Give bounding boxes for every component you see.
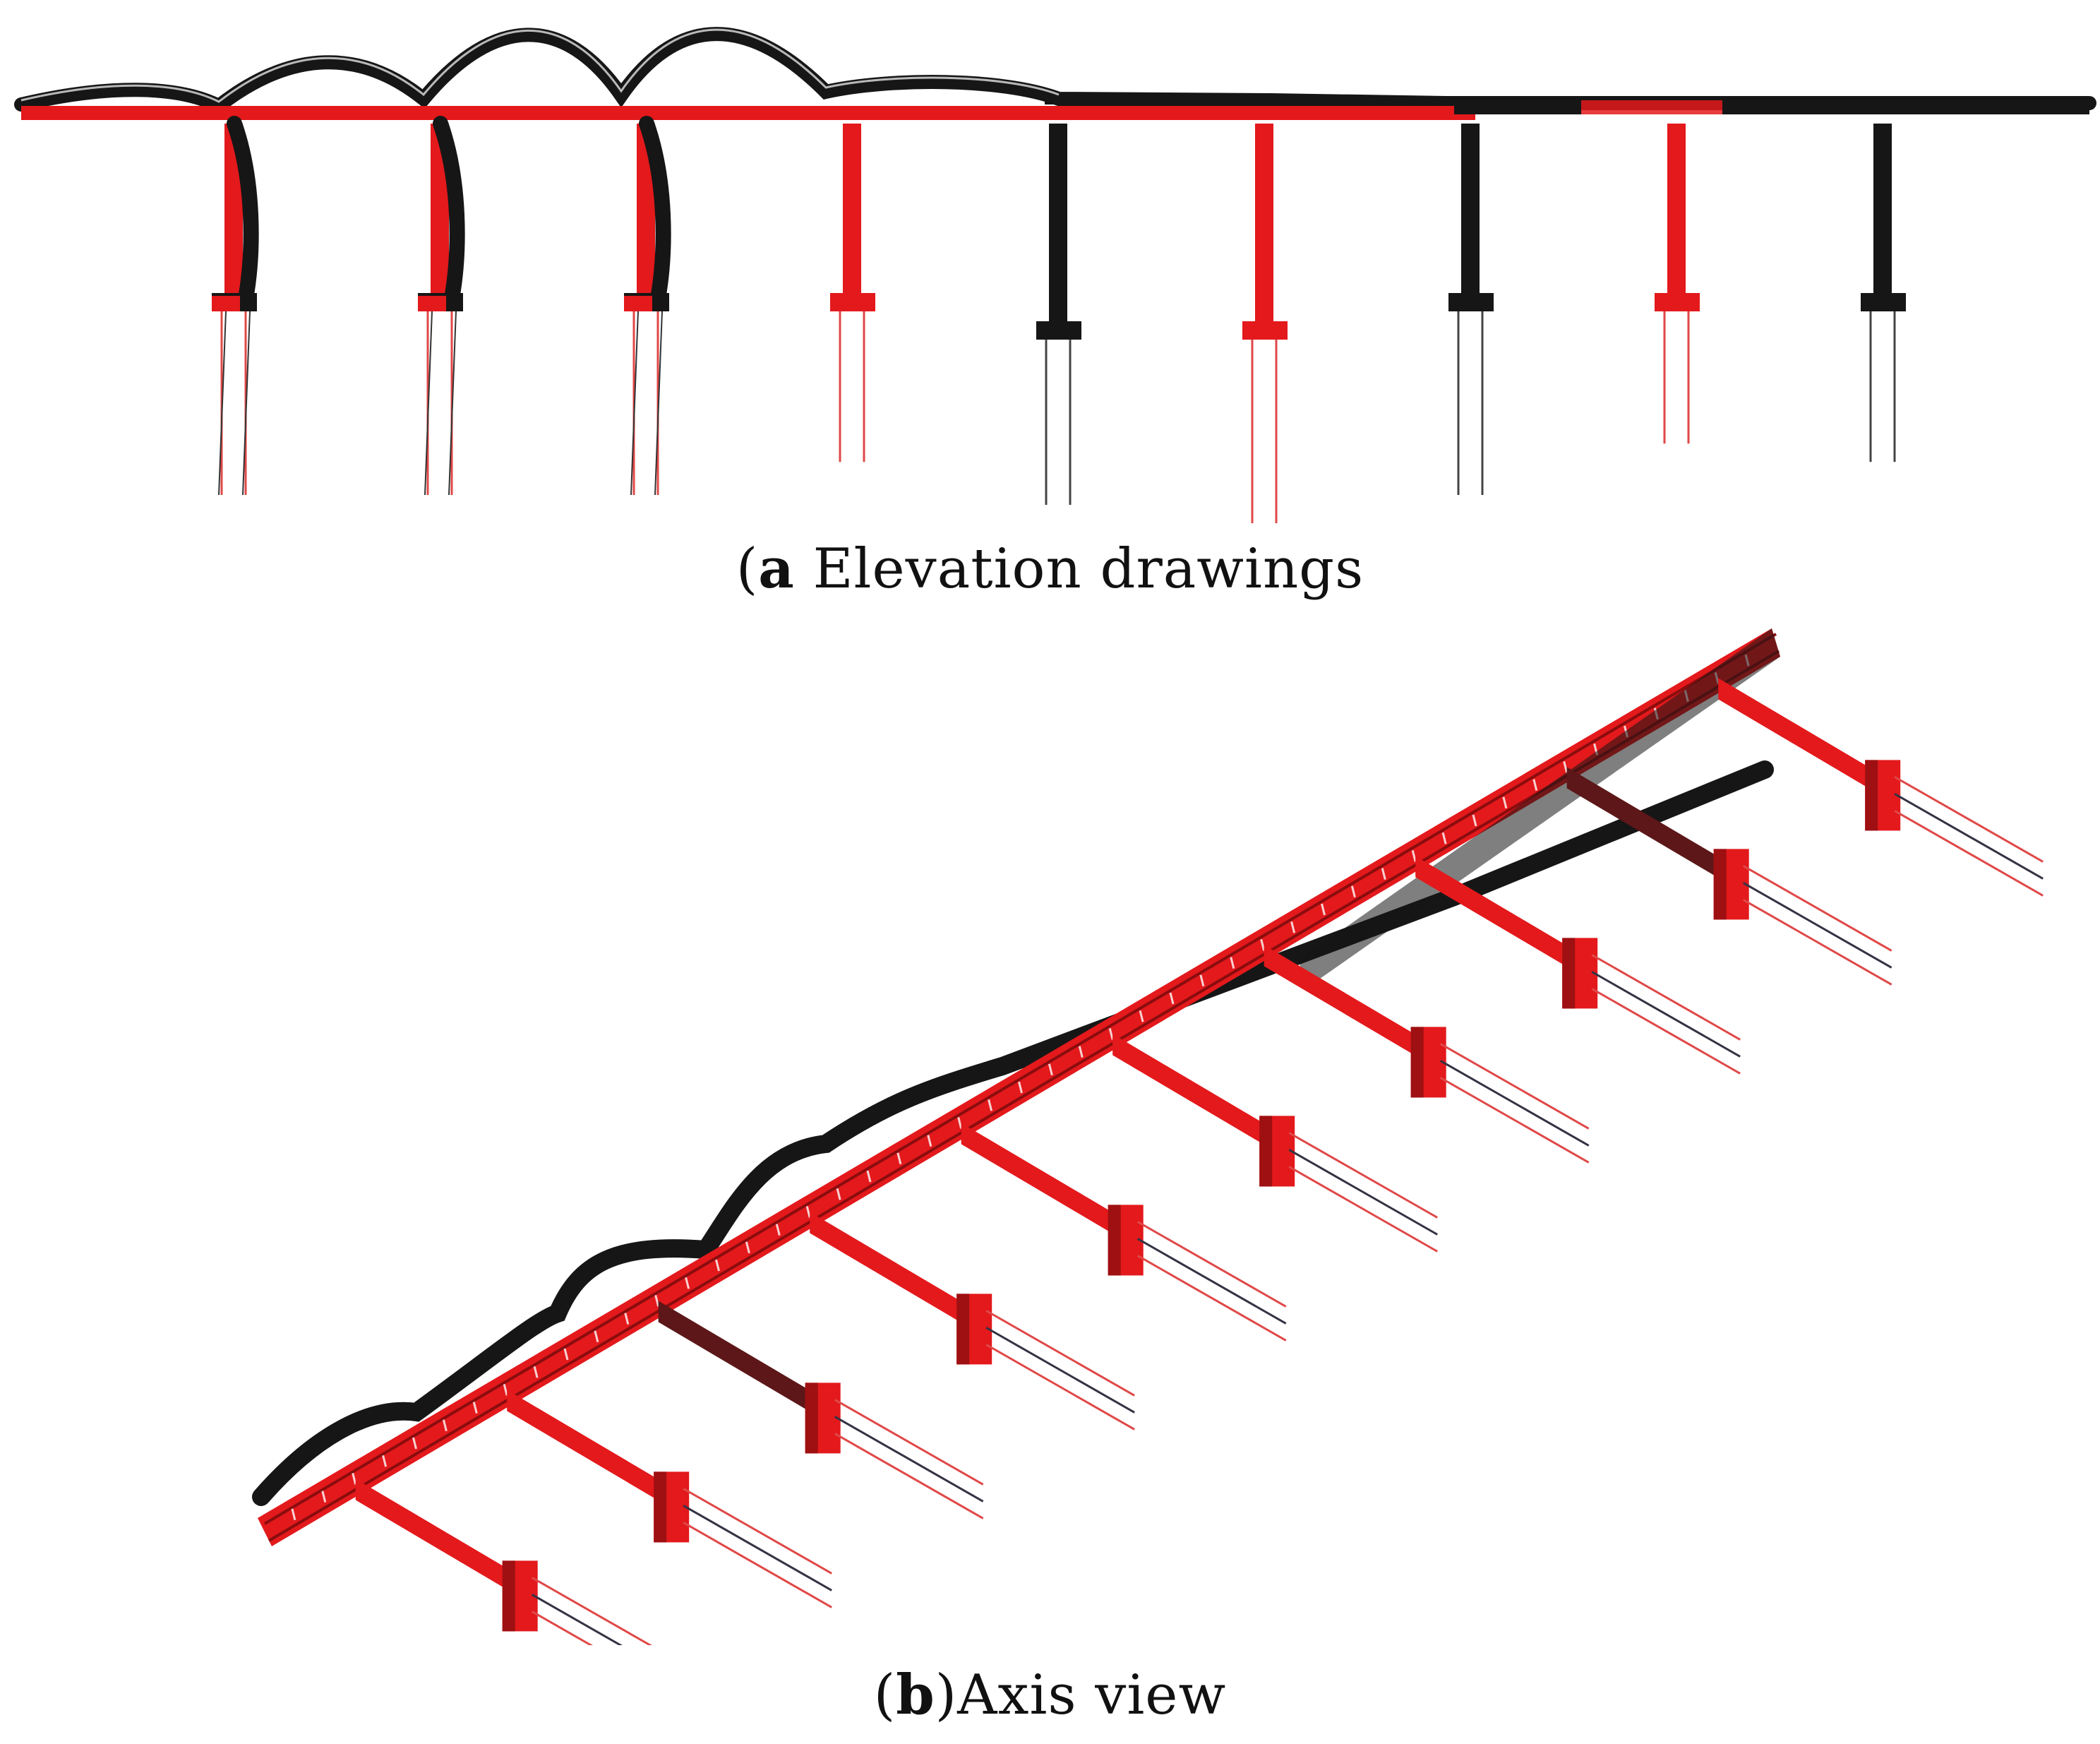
caption-a: (a Elevation drawings: [736, 537, 1364, 601]
original-deck: [21, 106, 1475, 120]
bent-2: [507, 1390, 832, 1608]
bent-5: [961, 1123, 1287, 1342]
deformed-deck-arches-3d: [252, 760, 1774, 1506]
deformed-deck-arches: [14, 27, 2096, 114]
caption-a-letter: a: [758, 537, 795, 601]
bent-9: [1566, 767, 1892, 986]
pier-8: [1655, 124, 1700, 444]
elevation-panel: [0, 0, 2100, 537]
bent-8: [1415, 856, 1741, 1075]
caption-a-text: Elevation drawings: [794, 537, 1364, 601]
pier-2: [418, 116, 465, 496]
bent-4: [810, 1212, 1135, 1431]
caption-b: (b)Axis view: [873, 1663, 1227, 1727]
bent-6: [1112, 1034, 1438, 1253]
pier-4: [830, 124, 875, 462]
elevation-drawing: [14, 27, 2096, 523]
bent-7: [1264, 945, 1590, 1164]
caption-b-letter: b: [896, 1663, 935, 1727]
axis-view-panel: [0, 607, 2100, 1645]
axis-view-drawing: [252, 628, 2044, 1645]
bent-1: [355, 1479, 653, 1645]
pier-1: [212, 116, 259, 496]
bent-10: [1718, 678, 2044, 897]
original-deck-3d: [258, 628, 1780, 1546]
pier-3: [624, 116, 671, 496]
pier-5: [1036, 124, 1081, 505]
pier-9: [1861, 124, 1906, 462]
caption-b-text: )Axis view: [935, 1664, 1227, 1727]
pier-7: [1448, 124, 1494, 495]
pier-6: [1242, 124, 1288, 523]
bent-3: [658, 1301, 984, 1519]
